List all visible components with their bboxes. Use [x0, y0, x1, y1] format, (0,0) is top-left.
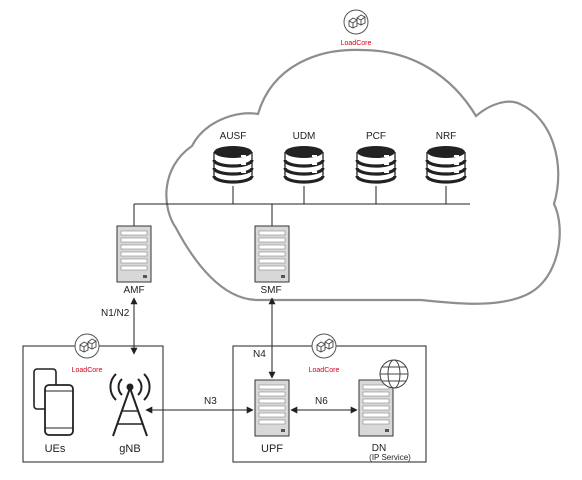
ausf-label: AUSF	[220, 131, 247, 142]
n1n2-label: N1/N2	[101, 308, 130, 319]
pcf-database-icon	[355, 144, 397, 184]
loadcore-badge-upf: LoadCore	[309, 333, 340, 374]
globe-icon	[379, 359, 409, 389]
upf-server-icon	[254, 379, 290, 437]
service-bus	[133, 186, 470, 226]
n4-label: N4	[253, 349, 266, 360]
n3-label: N3	[204, 396, 217, 407]
upf-label: UPF	[261, 443, 283, 455]
loadcore-logo-icon	[343, 9, 369, 35]
udm-database-icon	[283, 144, 325, 184]
loadcore-logo-icon	[311, 333, 337, 359]
core-cloud-outline	[165, 48, 561, 305]
loadcore-label-ran: LoadCore	[72, 367, 103, 374]
amf-server-icon	[116, 225, 152, 283]
ausf-database-icon	[212, 144, 254, 184]
dn-label: DN	[372, 443, 386, 454]
loadcore-label-top: LoadCore	[341, 40, 372, 47]
nrf-database-icon	[425, 144, 467, 184]
amf-label: AMF	[123, 285, 144, 296]
loadcore-label-upf: LoadCore	[309, 367, 340, 374]
smf-label: SMF	[260, 285, 281, 296]
dn-sublabel: (IP Service)	[369, 453, 411, 462]
loadcore-logo-icon	[74, 333, 100, 359]
loadcore-badge-top: LoadCore	[341, 9, 372, 47]
pcf-label: PCF	[366, 131, 386, 142]
ues-phones-icon	[33, 368, 74, 436]
n6-label: N6	[315, 396, 328, 407]
smf-server-icon	[254, 225, 290, 283]
dn-server-icon	[358, 379, 394, 437]
udm-label: UDM	[293, 131, 316, 142]
nrf-label: NRF	[436, 131, 457, 142]
ues-label: UEs	[45, 443, 66, 455]
gnb-antenna-icon	[109, 373, 151, 437]
gnb-label: gNB	[119, 443, 140, 455]
loadcore-badge-ran: LoadCore	[72, 333, 103, 374]
